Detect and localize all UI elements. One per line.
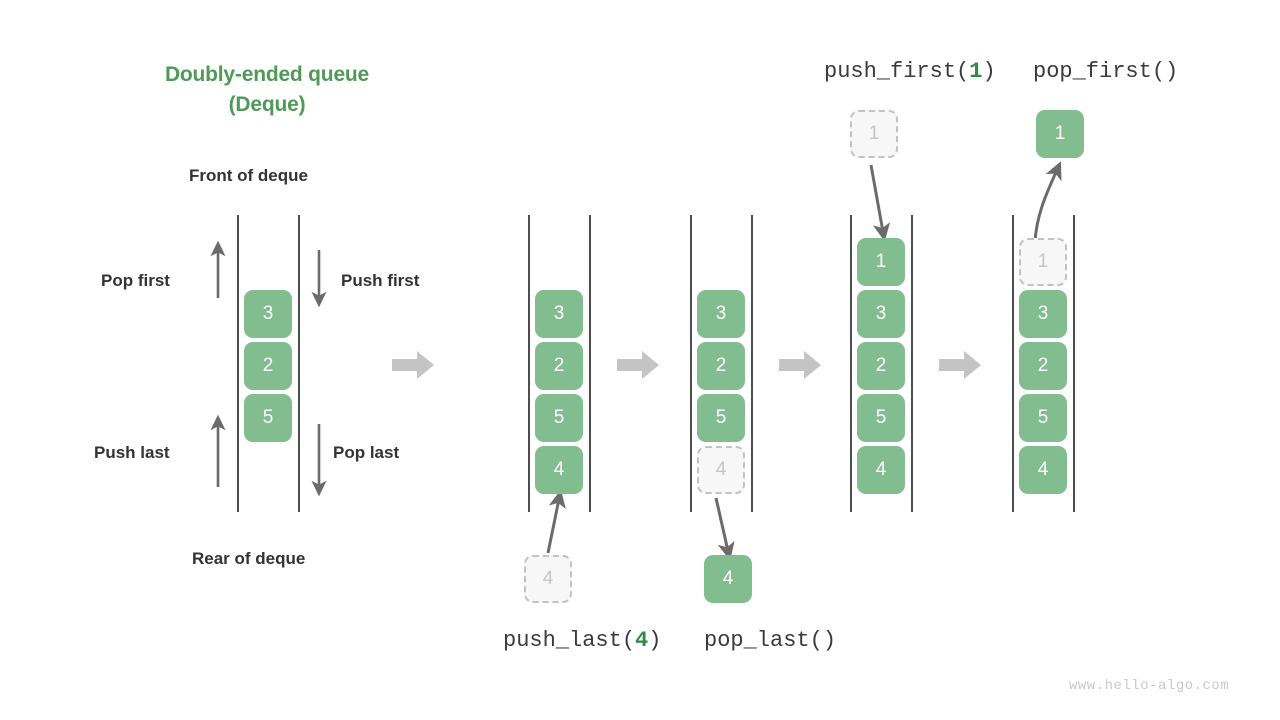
stage-2-rail-right xyxy=(589,215,591,512)
pop-last-caption: pop_last() xyxy=(704,628,837,653)
push-first-caption-close: ) xyxy=(982,59,996,84)
stage-1-rail-right xyxy=(298,215,300,512)
stage-2-stack: 3 2 5 4 xyxy=(535,290,583,494)
stage-4-cell-2: 2 xyxy=(857,342,905,390)
stage-4-stack: 1 3 2 5 4 xyxy=(857,238,905,494)
stage-3-external-cell: 4 xyxy=(704,555,752,603)
stage-5-cell-1: 3 xyxy=(1019,290,1067,338)
watermark: www.hello-algo.com xyxy=(1069,678,1230,694)
pop-first-label: Pop first xyxy=(101,271,170,290)
push-last-caption-name: push_last( xyxy=(503,628,636,653)
front-of-deque-label: Front of deque xyxy=(189,166,308,185)
stage-1-cell-2: 5 xyxy=(244,394,292,442)
stage-5-cell-0: 1 xyxy=(1019,238,1067,286)
stage-4-rail-left xyxy=(850,215,852,512)
stage-2-cell-1: 2 xyxy=(535,342,583,390)
diagram-title: Doubly-ended queue (Deque) xyxy=(142,60,392,121)
stage-2-cell-3: 4 xyxy=(535,446,583,494)
pop-last-transfer-arrow xyxy=(714,497,735,561)
stage-5-external-cell: 1 xyxy=(1036,110,1084,158)
push-last-caption-close: ) xyxy=(648,628,662,653)
stage-4-external-cell: 1 xyxy=(850,110,898,158)
stage-3-cell-0: 3 xyxy=(697,290,745,338)
stage-5-cell-3: 5 xyxy=(1019,394,1067,442)
push-first-caption-arg: 1 xyxy=(969,59,983,84)
stage-3-cell-2: 5 xyxy=(697,394,745,442)
stage-2-rail-left xyxy=(528,215,530,512)
pop-first-caption: pop_first() xyxy=(1033,59,1179,84)
stage-5-cell-2: 2 xyxy=(1019,342,1067,390)
pop-last-label: Pop last xyxy=(333,443,400,462)
stage-4-cell-3: 5 xyxy=(857,394,905,442)
stage-1-rail-left xyxy=(237,215,239,512)
title-line-2: (Deque) xyxy=(228,93,306,117)
push-last-label: Push last xyxy=(94,443,170,462)
title-line-1: Doubly-ended queue xyxy=(164,63,370,86)
stage-1-cell-0: 3 xyxy=(244,290,292,338)
stage-5-rail-right xyxy=(1073,215,1075,512)
push-first-label: Push first xyxy=(341,271,420,290)
push-last-caption-arg: 4 xyxy=(635,628,649,653)
pop-first-transfer-arrow xyxy=(1033,161,1062,244)
stage-3-rail-left xyxy=(690,215,692,512)
push-first-caption-name: push_first( xyxy=(824,59,970,84)
push-first-caption: push_first(1) xyxy=(824,59,996,84)
push-last-caption: push_last(4) xyxy=(503,628,661,653)
rear-of-deque-label: Rear of deque xyxy=(192,549,306,568)
stage-3-cell-1: 2 xyxy=(697,342,745,390)
stage-4-cell-0: 1 xyxy=(857,238,905,286)
stage-3-stack: 3 2 5 4 xyxy=(697,290,745,494)
flow-arrow-1 xyxy=(392,351,434,379)
stage-1-cell-1: 2 xyxy=(244,342,292,390)
stage-4-rail-right xyxy=(911,215,913,512)
flow-arrow-2 xyxy=(617,351,659,379)
stage-4-cell-4: 4 xyxy=(857,446,905,494)
stage-2-external-cell: 4 xyxy=(524,555,572,603)
stage-2-cell-2: 5 xyxy=(535,394,583,442)
stage-4-cell-1: 3 xyxy=(857,290,905,338)
push-last-transfer-arrow xyxy=(546,489,566,554)
stage-2-cell-0: 3 xyxy=(535,290,583,338)
stage-5-cell-4: 4 xyxy=(1019,446,1067,494)
flow-arrow-4 xyxy=(939,351,981,379)
flow-arrow-3 xyxy=(779,351,821,379)
stage-3-rail-right xyxy=(751,215,753,512)
stage-5-stack: 1 3 2 5 4 xyxy=(1019,238,1067,494)
stage-5-rail-left xyxy=(1012,215,1014,512)
stage-1-stack: 3 2 5 xyxy=(244,290,292,442)
stage-3-cell-3: 4 xyxy=(697,446,745,494)
push-first-transfer-arrow xyxy=(869,164,891,242)
